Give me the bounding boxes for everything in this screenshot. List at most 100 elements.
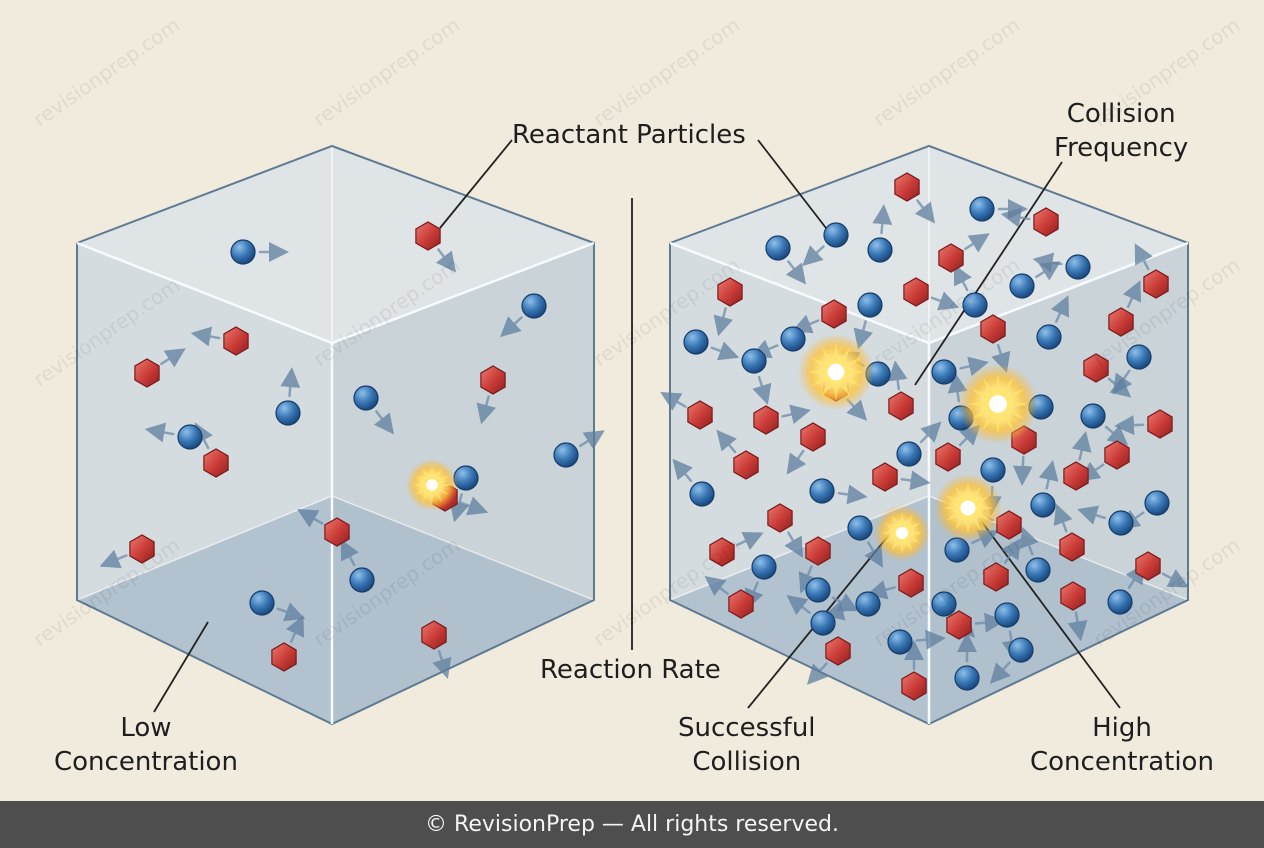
blue-particle xyxy=(931,591,957,617)
motion-arrow xyxy=(736,531,764,551)
motion-arrow xyxy=(947,372,968,403)
blue-particle xyxy=(751,554,777,580)
motion-arrow xyxy=(1053,503,1073,533)
motion-arrow xyxy=(144,422,175,443)
reaction-rate-label: Reaction Rate xyxy=(540,655,721,685)
blue-particle xyxy=(847,515,873,541)
red-particle xyxy=(324,517,350,547)
red-particle xyxy=(888,391,914,421)
red-particle xyxy=(1104,440,1130,470)
motion-arrow xyxy=(866,580,896,600)
blue-particle xyxy=(1144,490,1170,516)
blue-particle xyxy=(887,629,913,655)
blue-particle xyxy=(741,348,767,374)
motion-arrow xyxy=(989,661,1011,684)
motion-arrow xyxy=(276,602,306,622)
motion-arrow xyxy=(297,508,324,528)
red-particle xyxy=(480,365,506,395)
motion-arrow xyxy=(1000,207,1031,228)
motion-arrow xyxy=(1079,461,1105,482)
blue-particle xyxy=(867,237,893,263)
blue-particle xyxy=(931,359,957,385)
copyright-footer: © RevisionPrep — All rights reserved. xyxy=(0,801,1264,848)
blue-particle xyxy=(780,326,806,352)
blue-particle xyxy=(810,610,836,636)
motion-arrow xyxy=(660,392,687,411)
motion-arrow xyxy=(710,341,740,361)
motion-arrow xyxy=(449,493,469,523)
motion-arrow xyxy=(914,199,936,224)
blue-particle xyxy=(1009,273,1035,299)
motion-arrow xyxy=(752,375,772,405)
blue-particle xyxy=(765,235,791,261)
red-particle xyxy=(1083,353,1109,383)
collision-core xyxy=(989,395,1007,413)
red-particle xyxy=(1143,269,1169,299)
blue-particle xyxy=(857,292,883,318)
red-particle xyxy=(872,462,898,492)
motion-arrow xyxy=(1012,455,1033,486)
motion-arrow xyxy=(785,260,807,285)
motion-arrow xyxy=(823,601,853,621)
motion-arrow xyxy=(704,575,729,597)
motion-arrow xyxy=(915,629,946,650)
red-particle xyxy=(129,534,155,564)
motion-arrow xyxy=(919,421,942,444)
motion-arrow xyxy=(791,314,820,334)
red-particle xyxy=(709,537,735,567)
motion-arrow xyxy=(853,320,873,350)
blue-particle xyxy=(230,239,256,265)
motion-arrow xyxy=(1107,377,1132,398)
motion-arrow xyxy=(432,649,452,679)
motion-arrow xyxy=(781,404,811,425)
blue-particle xyxy=(275,400,301,426)
motion-arrow xyxy=(991,343,1011,373)
motion-arrow xyxy=(476,395,496,425)
red-particle xyxy=(1060,581,1086,611)
motion-arrow xyxy=(435,248,457,273)
motion-arrow xyxy=(1067,611,1088,642)
motion-arrow xyxy=(672,458,693,483)
red-particle xyxy=(901,671,927,701)
red-particle xyxy=(898,568,924,598)
red-particle xyxy=(805,536,831,566)
red-particle xyxy=(753,405,779,435)
blue-particle xyxy=(353,385,379,411)
motion-arrow xyxy=(802,245,825,267)
motion-arrow xyxy=(1104,425,1129,446)
motion-arrow xyxy=(716,429,737,454)
red-particle xyxy=(767,503,793,533)
collision-core xyxy=(895,526,909,540)
blue-particle xyxy=(1065,254,1091,280)
motion-arrow xyxy=(1134,243,1153,271)
red-particle xyxy=(825,636,851,666)
motion-arrow xyxy=(837,484,868,505)
motion-arrow xyxy=(1114,415,1145,436)
red-particle xyxy=(1108,307,1134,337)
motion-arrow xyxy=(579,430,605,450)
blue-particle xyxy=(553,442,579,468)
motion-arrow xyxy=(750,339,779,359)
motion-arrows xyxy=(99,199,1189,685)
blue-particle xyxy=(969,196,995,222)
red-particle xyxy=(1135,551,1161,581)
red-particle xyxy=(271,642,297,672)
blue-particle xyxy=(1036,324,1062,350)
blue-particle xyxy=(823,222,849,248)
red-particle xyxy=(717,277,743,307)
blue-particle xyxy=(1107,589,1133,615)
collision-core xyxy=(827,363,845,381)
motion-arrow xyxy=(285,615,305,643)
motion-arrow xyxy=(1161,569,1189,588)
blue-particle xyxy=(1025,557,1051,583)
blue-particle xyxy=(249,590,275,616)
motion-arrow xyxy=(1035,261,1061,281)
blue-particle xyxy=(980,457,1006,483)
blue-particle xyxy=(1108,510,1134,536)
red-particle xyxy=(223,326,249,356)
motion-arrow xyxy=(1001,538,1021,564)
motion-arrow xyxy=(1077,505,1107,525)
motion-arrow xyxy=(280,367,301,398)
red-particle xyxy=(946,610,972,640)
